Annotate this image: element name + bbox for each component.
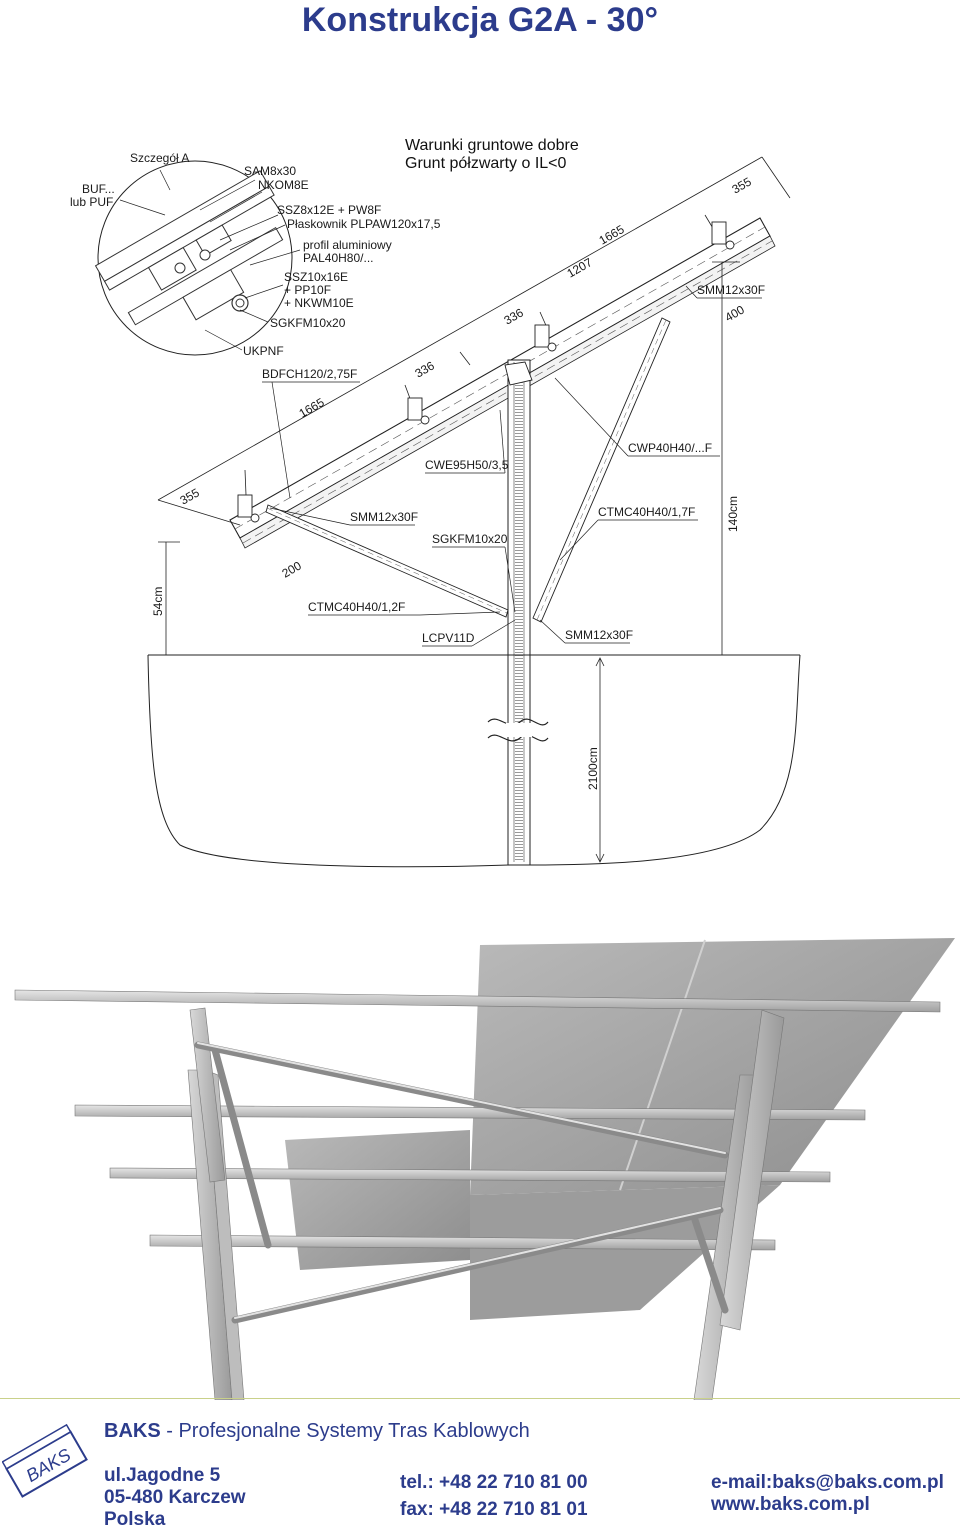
front-brace <box>265 504 509 618</box>
cwp-bracket <box>504 361 533 386</box>
inclined-rail <box>229 217 776 549</box>
email-link[interactable]: e-mail:baks@baks.com.pl <box>711 1472 944 1493</box>
dim-400: 400 <box>723 302 748 324</box>
dim-54cm: 54cm <box>151 587 165 616</box>
pp10-label: + PP10F <box>284 283 331 297</box>
fax-number: fax: +48 22 710 81 01 <box>400 1499 588 1520</box>
profil-label: profil aluminiowy <box>303 238 392 252</box>
brand-line: BAKS - Profesjonalne Systemy Tras Kablow… <box>104 1420 530 1443</box>
detail-a-label: Szczegół A <box>130 151 189 165</box>
bdfch-label: BDFCH120/2,75F <box>262 367 357 381</box>
soil-condition-2: Grunt półzwarty o IL<0 <box>405 155 567 172</box>
brand-name: BAKS <box>104 1420 161 1442</box>
render-illustration <box>14 938 955 1400</box>
lub-puf-label: lub PUF <box>70 195 113 209</box>
address-line-3: Polska <box>104 1509 166 1530</box>
detail-a-circle <box>94 160 293 356</box>
sgkfm-detail-label: SGKFM10x20 <box>270 316 346 330</box>
smm-bottom-label: SMM12x30F <box>565 628 633 642</box>
cwe-label: CWE95H50/3,5 <box>425 458 509 472</box>
dim-2100-line <box>595 657 605 863</box>
dim-2100cm: 2100cm <box>586 747 600 790</box>
sgkfm-mid-label: SGKFM10x20 <box>432 532 508 546</box>
dim-1665-left: 1665 <box>297 395 327 421</box>
post-break <box>506 723 532 737</box>
dim-54-line <box>158 541 180 655</box>
dim-336-a: 336 <box>413 358 438 380</box>
brand-tagline: - Profesjonalne Systemy Tras Kablowych <box>160 1420 530 1442</box>
baks-logo-icon: BAKS <box>2 1423 88 1498</box>
page-title: Konstrukcja G2A - 30° <box>301 1 659 39</box>
sam-label: SAM8x30 <box>244 164 296 178</box>
dim-140cm: 140cm <box>726 496 740 532</box>
braces-highlight <box>197 1042 726 1319</box>
phone-number: tel.: +48 22 710 81 00 <box>400 1472 588 1493</box>
ssz8-label: SSZ8x12E + PW8F <box>277 203 381 217</box>
ssz10-label: SSZ10x16E <box>284 270 348 284</box>
footer-divider <box>0 1398 960 1399</box>
address-line-2: 05-480 Karczew <box>104 1487 246 1508</box>
website-link[interactable]: www.baks.com.pl <box>711 1494 870 1515</box>
nkom-label: NKOM8E <box>258 178 309 192</box>
dim-355-left: 355 <box>178 485 203 507</box>
ctmc-left-label: CTMC40H40/1,2F <box>308 600 405 614</box>
address-line-1: ul.Jagodne 5 <box>104 1465 221 1486</box>
rail-clamps <box>237 221 735 523</box>
technical-drawing: Szczegół A BUF... lub PUF SAM8x30 NKOM8E… <box>70 137 801 868</box>
horizontal-rails <box>14 989 941 1251</box>
ctmc-right-label: CTMC40H40/1,7F <box>598 505 695 519</box>
dim-1207: 1207 <box>565 255 595 281</box>
rear-brace <box>532 317 671 623</box>
dim-200: 200 <box>280 558 305 580</box>
nkwm-label: + NKWM10E <box>284 296 354 310</box>
plaskownik-label: Płaskownik PLPAW120x17,5 <box>287 217 441 231</box>
cwp-label: CWP40H40/...F <box>628 441 712 455</box>
smm-mid-label: SMM12x30F <box>350 510 418 524</box>
vertical-post <box>507 359 531 866</box>
smm-top-label: SMM12x30F <box>697 283 765 297</box>
main-leaders <box>262 285 762 647</box>
ukpnf-label: UKPNF <box>243 344 284 358</box>
dim-336-b: 336 <box>502 305 527 327</box>
dim-1665-right: 1665 <box>597 222 627 248</box>
buf-label: BUF... <box>82 182 115 196</box>
braces <box>194 1041 729 1324</box>
lcpv-label: LCPV11D <box>422 631 475 645</box>
soil-condition-1: Warunki gruntowe dobre <box>405 137 579 154</box>
right-post <box>693 1009 785 1400</box>
dim-140-line <box>712 261 740 655</box>
profil-code-label: PAL40H80/... <box>303 251 374 265</box>
ground-section <box>147 654 801 868</box>
detail-a-labels <box>119 169 301 351</box>
dim-355-right: 355 <box>730 174 755 196</box>
